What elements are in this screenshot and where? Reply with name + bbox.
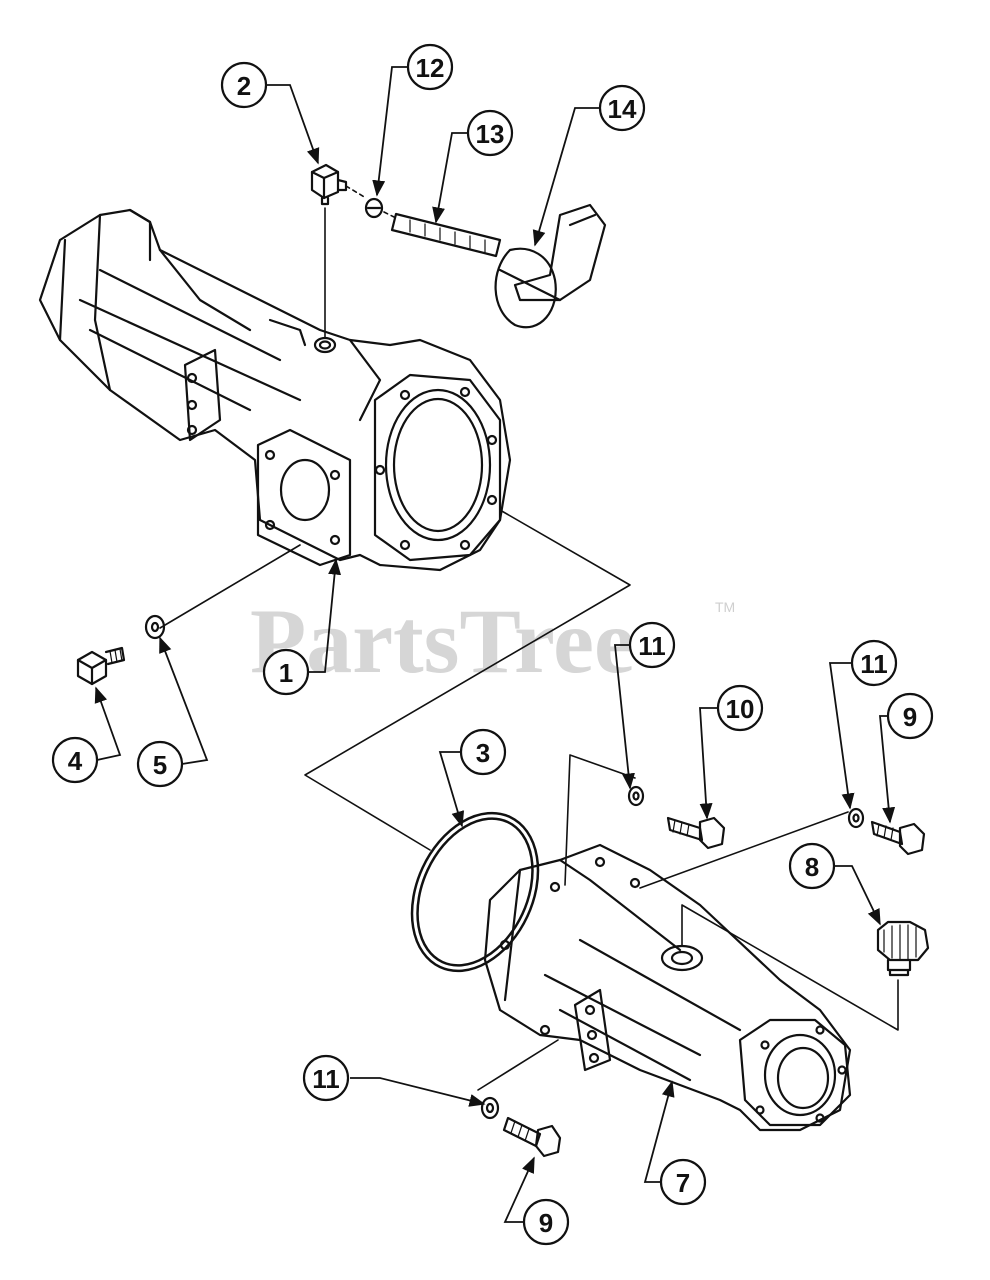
callout-2: 2 bbox=[220, 61, 268, 109]
svg-text:7: 7 bbox=[676, 1168, 690, 1198]
leader-7-to-11-bottom bbox=[477, 1039, 559, 1091]
callout-leaders bbox=[94, 66, 896, 1223]
hose-part-13[interactable] bbox=[390, 212, 502, 258]
bolt-part-9-a[interactable] bbox=[870, 820, 926, 856]
callout-1: 1 bbox=[262, 648, 310, 696]
svg-text:11: 11 bbox=[312, 1064, 340, 1094]
washer-part-11-b[interactable] bbox=[847, 807, 865, 829]
bolt-part-10[interactable] bbox=[666, 816, 726, 850]
callout-10: 10 bbox=[716, 684, 764, 732]
fill-plug-part-8[interactable] bbox=[876, 920, 930, 977]
bolt-part-9-b[interactable] bbox=[502, 1116, 562, 1158]
callout-13: 13 bbox=[466, 109, 514, 157]
hose-clamp-part-14[interactable] bbox=[494, 203, 607, 329]
callout-4: 4 bbox=[51, 736, 99, 784]
leader-11-to-7-left bbox=[564, 754, 636, 886]
washer-part-5[interactable] bbox=[144, 614, 166, 640]
washer-part-11-c[interactable] bbox=[480, 1096, 500, 1120]
svg-text:8: 8 bbox=[805, 852, 819, 882]
leader-1-to-3-to-7 bbox=[304, 509, 631, 851]
callout-11-middle: 11 bbox=[628, 621, 676, 669]
bolt-part-4[interactable] bbox=[76, 646, 126, 686]
leader-11-to-7-right bbox=[639, 811, 849, 889]
svg-text:12: 12 bbox=[416, 53, 445, 83]
axle-tube-housing-part-7[interactable] bbox=[483, 843, 852, 1132]
callout-3: 3 bbox=[459, 728, 507, 776]
svg-text:13: 13 bbox=[476, 119, 505, 149]
callout-14: 14 bbox=[598, 84, 646, 132]
svg-text:11: 11 bbox=[860, 649, 888, 679]
plug-part-12[interactable] bbox=[364, 197, 384, 219]
leader-1-to-5 bbox=[159, 544, 301, 629]
washer-part-11-a[interactable] bbox=[627, 785, 645, 807]
svg-text:5: 5 bbox=[153, 750, 167, 780]
svg-text:14: 14 bbox=[608, 94, 637, 124]
svg-text:1: 1 bbox=[279, 658, 293, 688]
svg-text:11: 11 bbox=[638, 631, 666, 661]
callout-11-bottom: 11 bbox=[302, 1054, 350, 1102]
svg-text:3: 3 bbox=[476, 738, 490, 768]
svg-text:9: 9 bbox=[539, 1208, 553, 1238]
svg-text:2: 2 bbox=[237, 71, 251, 101]
grease-fitting-part-2[interactable] bbox=[310, 163, 348, 206]
trademark: TM bbox=[715, 599, 735, 615]
svg-text:10: 10 bbox=[726, 694, 755, 724]
callout-11-right: 11 bbox=[850, 639, 898, 687]
callout-8: 8 bbox=[788, 842, 836, 890]
svg-text:9: 9 bbox=[903, 702, 917, 732]
callout-9-right: 9 bbox=[886, 692, 934, 740]
leader-8-to-7 bbox=[681, 904, 899, 1031]
callout-12: 12 bbox=[406, 43, 454, 91]
callout-7: 7 bbox=[659, 1158, 707, 1206]
svg-text:4: 4 bbox=[68, 746, 83, 776]
callout-5: 5 bbox=[136, 740, 184, 788]
o-ring-part-3[interactable] bbox=[391, 796, 558, 987]
callout-9-bottom: 9 bbox=[522, 1198, 570, 1246]
axle-housing-part-1[interactable] bbox=[38, 208, 512, 572]
leader-12-to-13 bbox=[383, 211, 397, 219]
leader-2-to-12 bbox=[345, 185, 367, 199]
watermark: PartsTree bbox=[250, 590, 635, 692]
